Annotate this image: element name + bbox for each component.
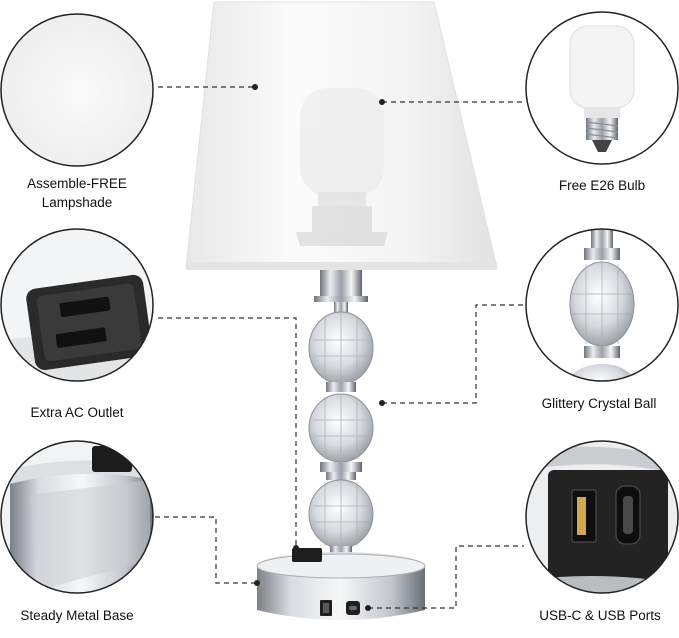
label-lampshade-line-2: Lampshade xyxy=(41,195,113,210)
bulb-detail-circle xyxy=(525,11,679,165)
bulb-inside-shade xyxy=(296,88,388,246)
label-ports: USB-C & USB Ports xyxy=(522,606,678,625)
lampshade-detail-circle xyxy=(0,13,154,167)
label-crystal-text: Glittery Crystal Ball xyxy=(541,396,657,411)
crystal-detail-circle xyxy=(525,228,679,382)
leader-lines xyxy=(155,86,524,609)
ports-detail-circle xyxy=(525,440,679,594)
label-bulb-text: Free E26 Bulb xyxy=(558,178,646,193)
e26-bulb xyxy=(569,25,635,109)
label-base-text: Steady Metal Base xyxy=(20,608,134,623)
base-detail-circle xyxy=(0,440,154,594)
label-lampshade-line-1: Assemble-FREE xyxy=(27,176,127,191)
switch xyxy=(292,548,322,562)
label-ports-text: USB-C & USB Ports xyxy=(539,608,661,623)
lamp xyxy=(185,1,498,620)
label-outlet: Extra AC Outlet xyxy=(2,403,152,422)
label-lampshade: Assemble-FREE Lampshade xyxy=(2,174,152,212)
label-crystal: Glittery Crystal Ball xyxy=(520,394,678,413)
label-bulb: Free E26 Bulb xyxy=(527,176,677,195)
metal-base xyxy=(257,566,425,620)
label-base: Steady Metal Base xyxy=(2,606,152,625)
label-outlet-text: Extra AC Outlet xyxy=(30,405,124,420)
outlet-detail-circle xyxy=(0,228,154,382)
